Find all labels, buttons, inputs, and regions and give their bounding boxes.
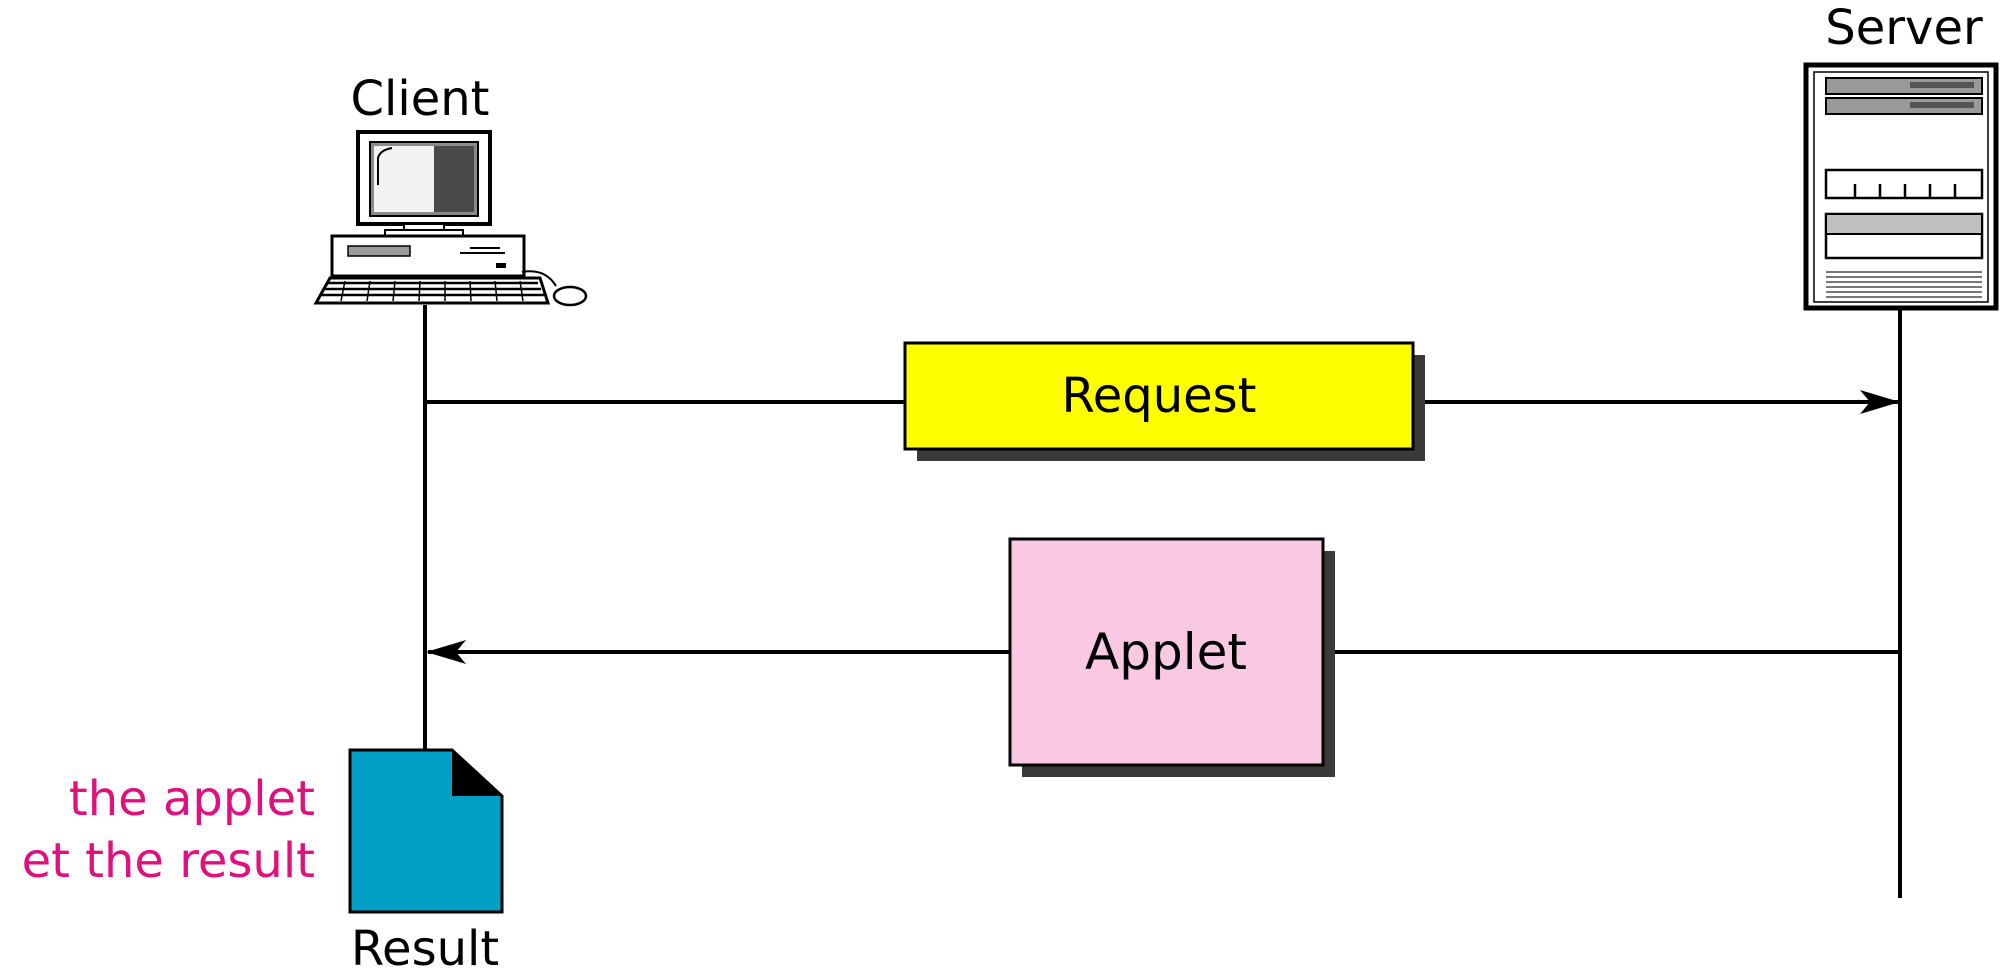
desktop-computer-icon bbox=[313, 130, 588, 307]
applet-label: Applet bbox=[1085, 623, 1247, 681]
note-line-2: et the result bbox=[22, 833, 315, 889]
result-label: Result bbox=[351, 921, 499, 974]
server-label: Server bbox=[1825, 0, 1983, 56]
request-box: Request bbox=[903, 341, 1425, 461]
client-label: Client bbox=[351, 71, 490, 127]
request-label: Request bbox=[1062, 368, 1257, 424]
note-line-1: the applet bbox=[69, 771, 315, 827]
server-tower-icon bbox=[1803, 62, 1999, 311]
document-icon bbox=[348, 748, 504, 914]
applet-box: Applet bbox=[1008, 537, 1335, 777]
